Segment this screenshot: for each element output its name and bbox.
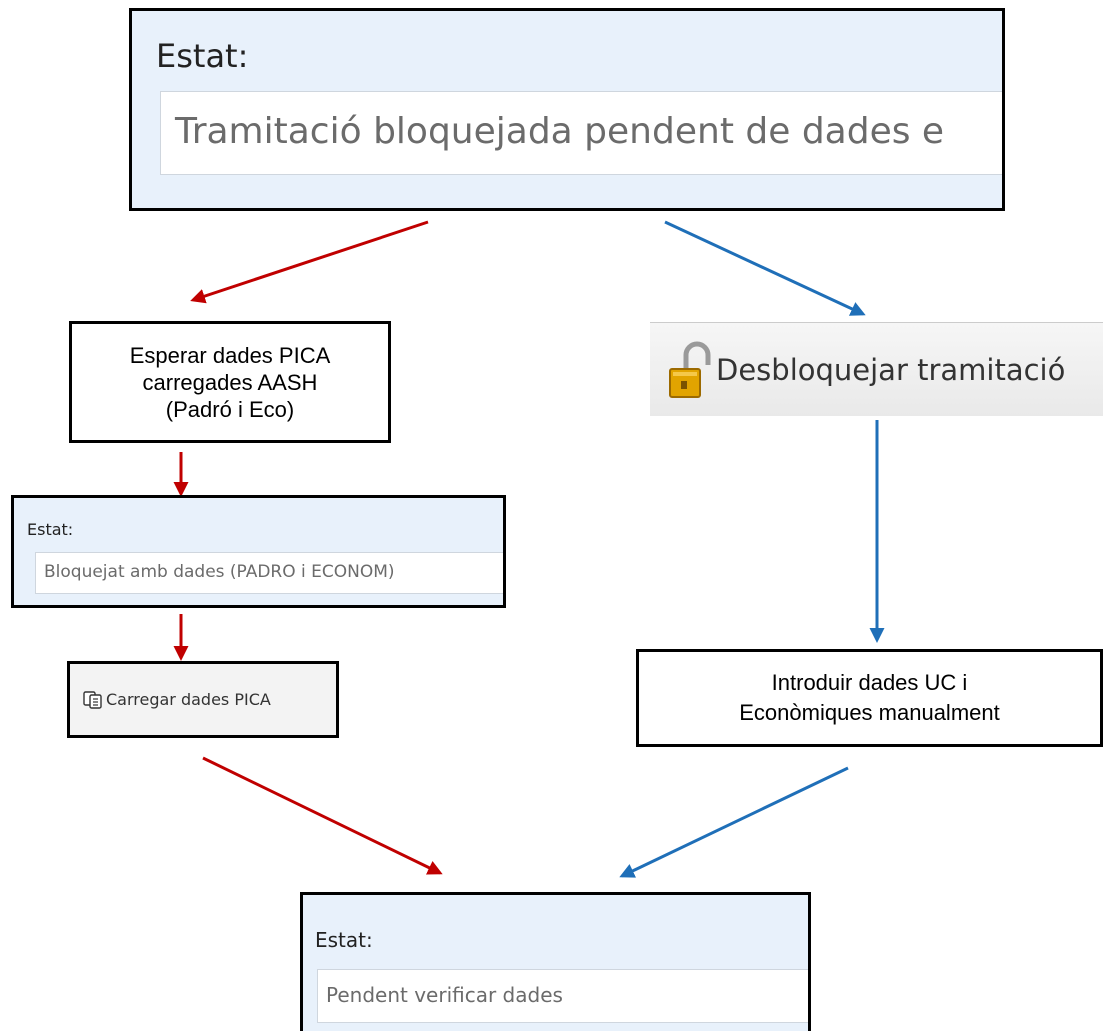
load-pica-label: Carregar dades PICA [106, 690, 271, 709]
arrow-load-to-final [202, 756, 443, 875]
wait-pica-note: Esperar dades PICA carregades AASH (Padr… [69, 321, 391, 443]
top-state-field[interactable]: Tramitació bloquejada pendent de dades e [160, 91, 1002, 175]
final-state-panel: Estat: Pendent verificar dades [300, 892, 811, 1031]
left-state-panel: Estat: Bloquejat amb dades (PADRO i ECON… [11, 495, 506, 608]
load-pica-button[interactable]: Carregar dades PICA [67, 661, 339, 738]
final-state-field[interactable]: Pendent verificar dades [317, 969, 808, 1023]
left-state-field[interactable]: Bloquejat amb dades (PADRO i ECONOM) [35, 552, 503, 594]
manual-data-note: Introduir dades UC i Econòmiques manualm… [636, 649, 1103, 747]
arrow-manual-to-final [619, 766, 849, 878]
unlock-processing-button[interactable]: Desbloquejar tramitació [650, 322, 1103, 416]
wait-pica-note-text: Esperar dades PICA carregades AASH (Padr… [129, 342, 331, 422]
final-state-label: Estat: [315, 928, 373, 952]
arrow-top-to-wait [190, 220, 429, 304]
padlock-open-icon [666, 339, 712, 401]
left-state-label: Estat: [27, 520, 74, 539]
manual-data-note-text: Introduir dades UC i Econòmiques manualm… [739, 670, 1000, 725]
unlock-processing-label: Desbloquejar tramitació [716, 352, 1066, 387]
arrow-top-to-unlock [664, 220, 866, 316]
top-state-label: Estat: [156, 37, 249, 75]
copy-documents-icon [82, 690, 104, 710]
top-state-panel: Estat: Tramitació bloquejada pendent de … [129, 8, 1005, 211]
